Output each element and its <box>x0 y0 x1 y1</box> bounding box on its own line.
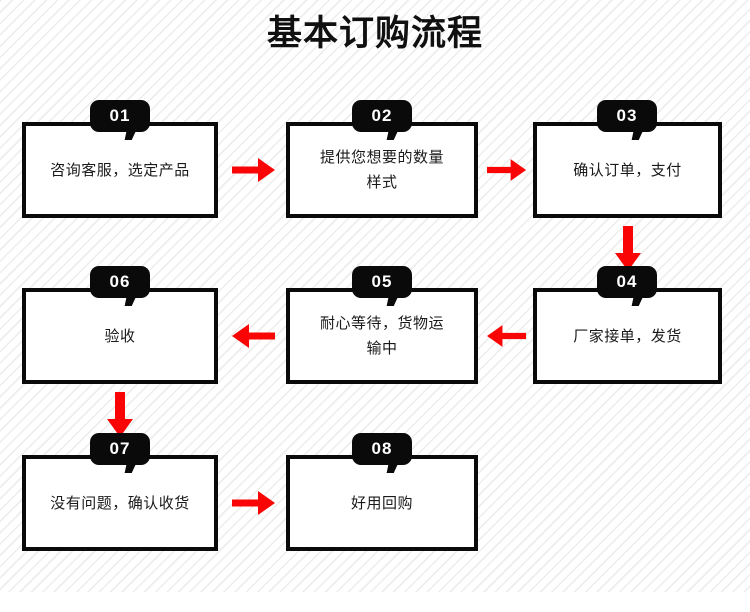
page-title: 基本订购流程 <box>266 14 483 53</box>
step-06-badge: 06 <box>90 266 150 298</box>
step-06[interactable]: 验收 06 <box>22 266 218 384</box>
step-08-label: 好用回购 <box>350 494 413 512</box>
arrow-down-icon-06-to-07 <box>106 392 134 438</box>
step-07-label: 没有问题，确认收货 <box>50 494 190 512</box>
arrow-right-icon-02-to-03 <box>487 156 527 184</box>
step-01-label: 咨询客服，选定产品 <box>50 161 190 179</box>
step-02-badge: 02 <box>352 100 412 132</box>
arrow-right-icon-01-to-02 <box>232 156 276 184</box>
step-06-label: 验收 <box>104 327 136 345</box>
arrow-down-icon-03-to-04 <box>614 226 642 272</box>
step-08[interactable]: 好用回购 08 <box>286 433 478 551</box>
step-03[interactable]: 确认订单，支付 03 <box>533 100 722 218</box>
step-01[interactable]: 咨询客服，选定产品 01 <box>22 100 218 218</box>
step-07-badge: 07 <box>90 433 150 465</box>
arrow-left-icon-04-to-05 <box>487 322 527 350</box>
step-03-badge: 03 <box>597 100 657 132</box>
step-03-box[interactable]: 确认订单，支付 <box>533 122 722 218</box>
step-08-badge: 08 <box>352 433 412 465</box>
step-01-box[interactable]: 咨询客服，选定产品 <box>22 122 218 218</box>
step-05-badge: 05 <box>352 266 412 298</box>
step-05[interactable]: 耐心等待，货物运 输中 05 <box>286 266 478 384</box>
step-04-label: 厂家接单，发货 <box>573 327 682 345</box>
step-04-box[interactable]: 厂家接单，发货 <box>533 288 722 384</box>
step-05-label: 耐心等待，货物运 输中 <box>319 315 444 357</box>
step-03-label: 确认订单，支付 <box>573 161 682 179</box>
step-06-box[interactable]: 验收 <box>22 288 218 384</box>
step-07[interactable]: 没有问题，确认收货 07 <box>22 433 218 551</box>
step-02-box[interactable]: 提供您想要的数量 样式 <box>286 122 478 218</box>
step-07-box[interactable]: 没有问题，确认收货 <box>22 455 218 551</box>
step-02-label: 提供您想要的数量 样式 <box>319 149 444 191</box>
step-04[interactable]: 厂家接单，发货 04 <box>533 266 722 384</box>
step-04-badge: 04 <box>597 266 657 298</box>
step-08-box[interactable]: 好用回购 <box>286 455 478 551</box>
arrow-right-icon-07-to-08 <box>232 489 276 517</box>
step-05-box[interactable]: 耐心等待，货物运 输中 <box>286 288 478 384</box>
step-02[interactable]: 提供您想要的数量 样式 02 <box>286 100 478 218</box>
arrow-left-icon-05-to-06 <box>232 322 276 350</box>
step-01-badge: 01 <box>90 100 150 132</box>
